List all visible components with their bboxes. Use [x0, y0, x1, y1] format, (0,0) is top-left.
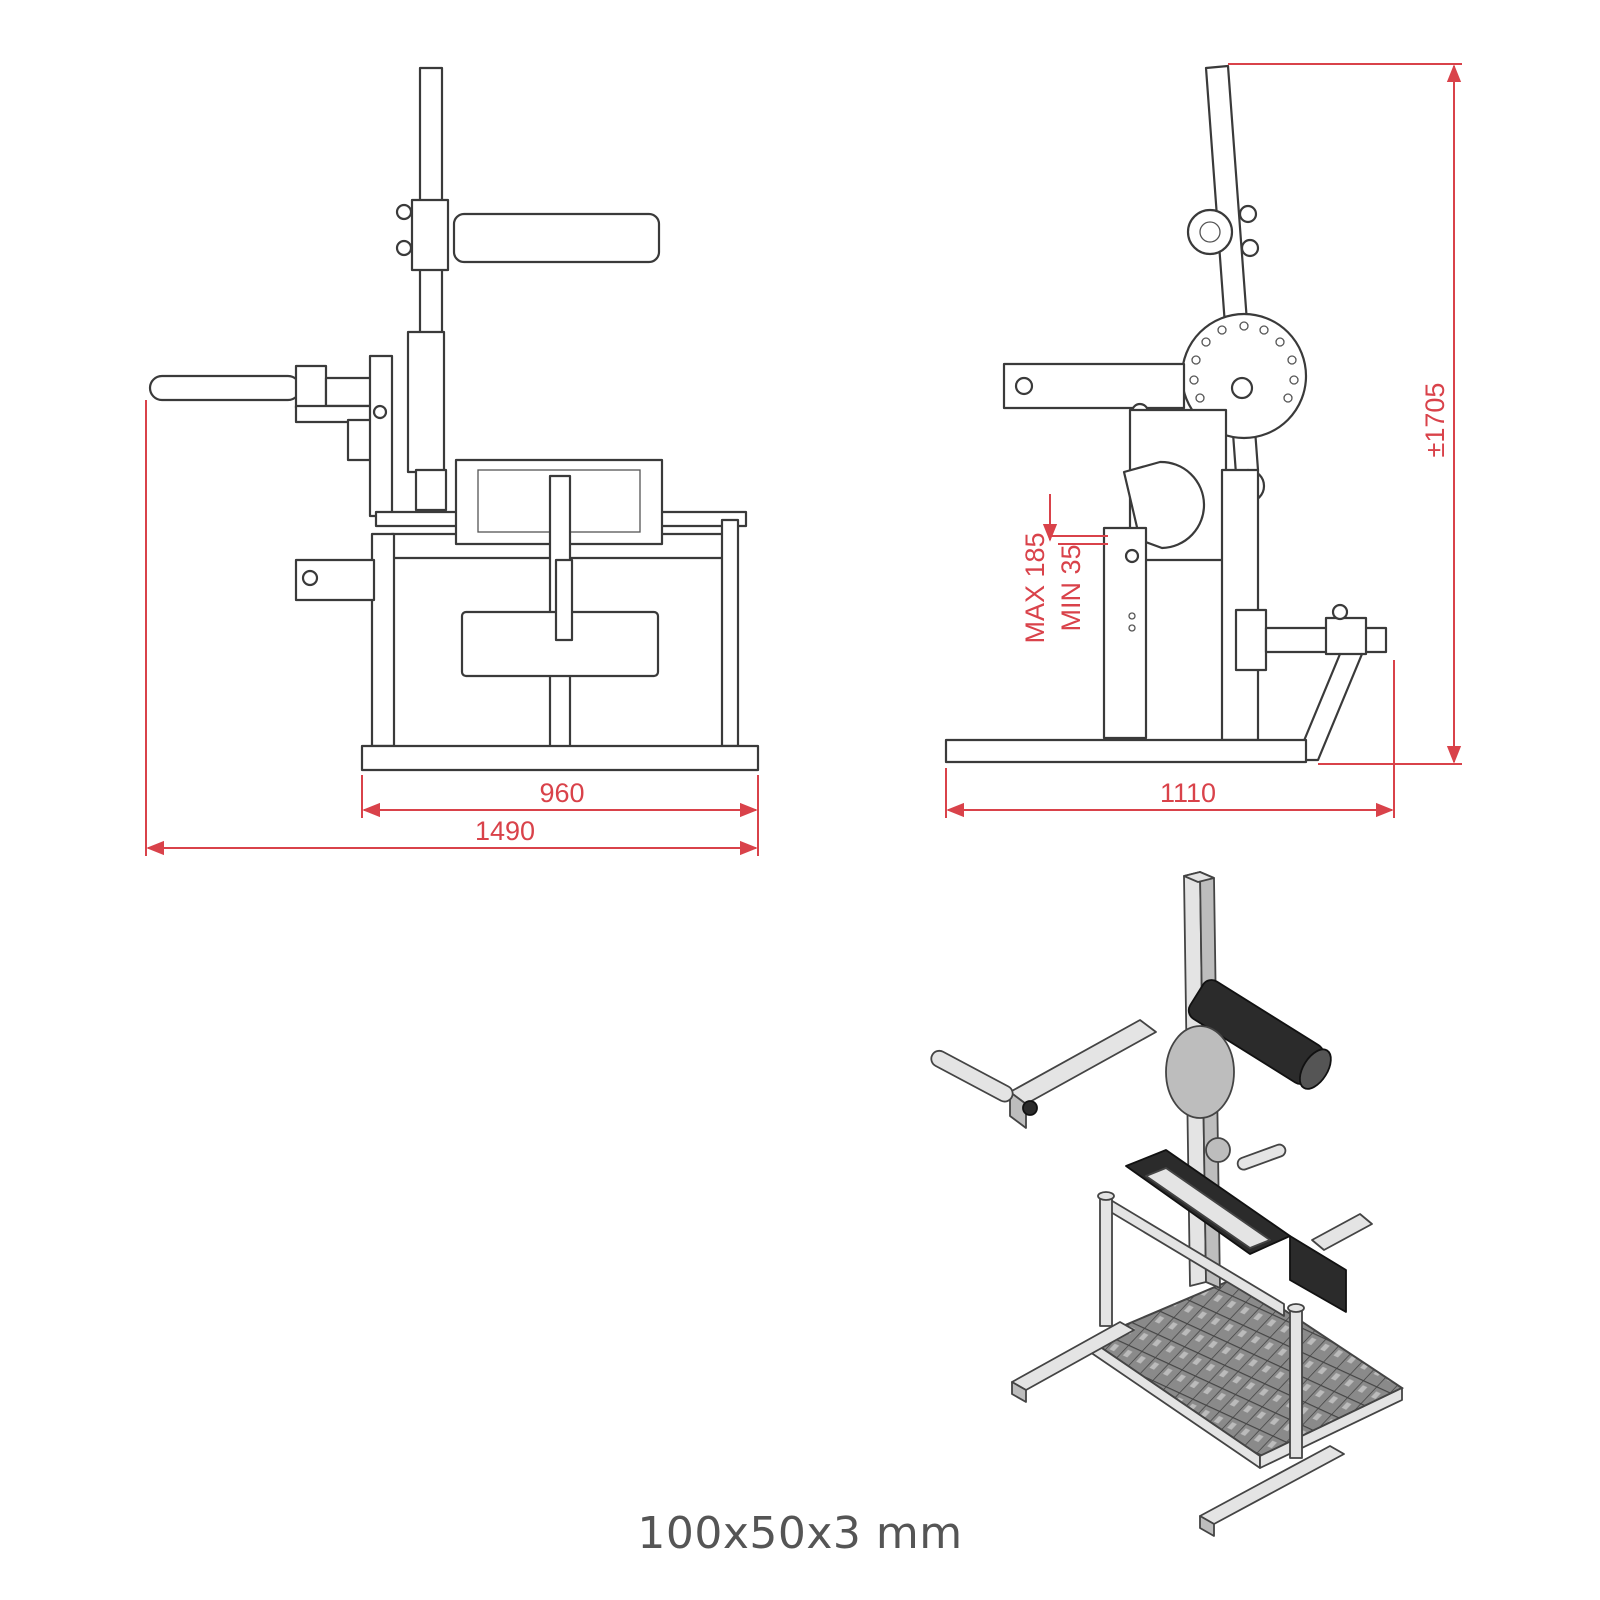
isometric-view: [930, 871, 1405, 1537]
front-dimensions: 960 1490: [145, 400, 759, 856]
side-dimensions: 1110 ±1705 MAX 185 MIN 35: [945, 63, 1462, 818]
dimension-1110: 1110: [1160, 778, 1216, 808]
caption: 100x50x3 mm: [637, 1508, 963, 1559]
dimension-1490: 1490: [475, 816, 535, 846]
front-view: [148, 66, 760, 772]
side-view: [944, 64, 1388, 764]
dimension-1705: ±1705: [1420, 383, 1450, 458]
dimension-960: 960: [539, 778, 584, 808]
dimension-min: MIN 35: [1056, 544, 1086, 631]
dimension-max: MAX 185: [1020, 532, 1050, 643]
